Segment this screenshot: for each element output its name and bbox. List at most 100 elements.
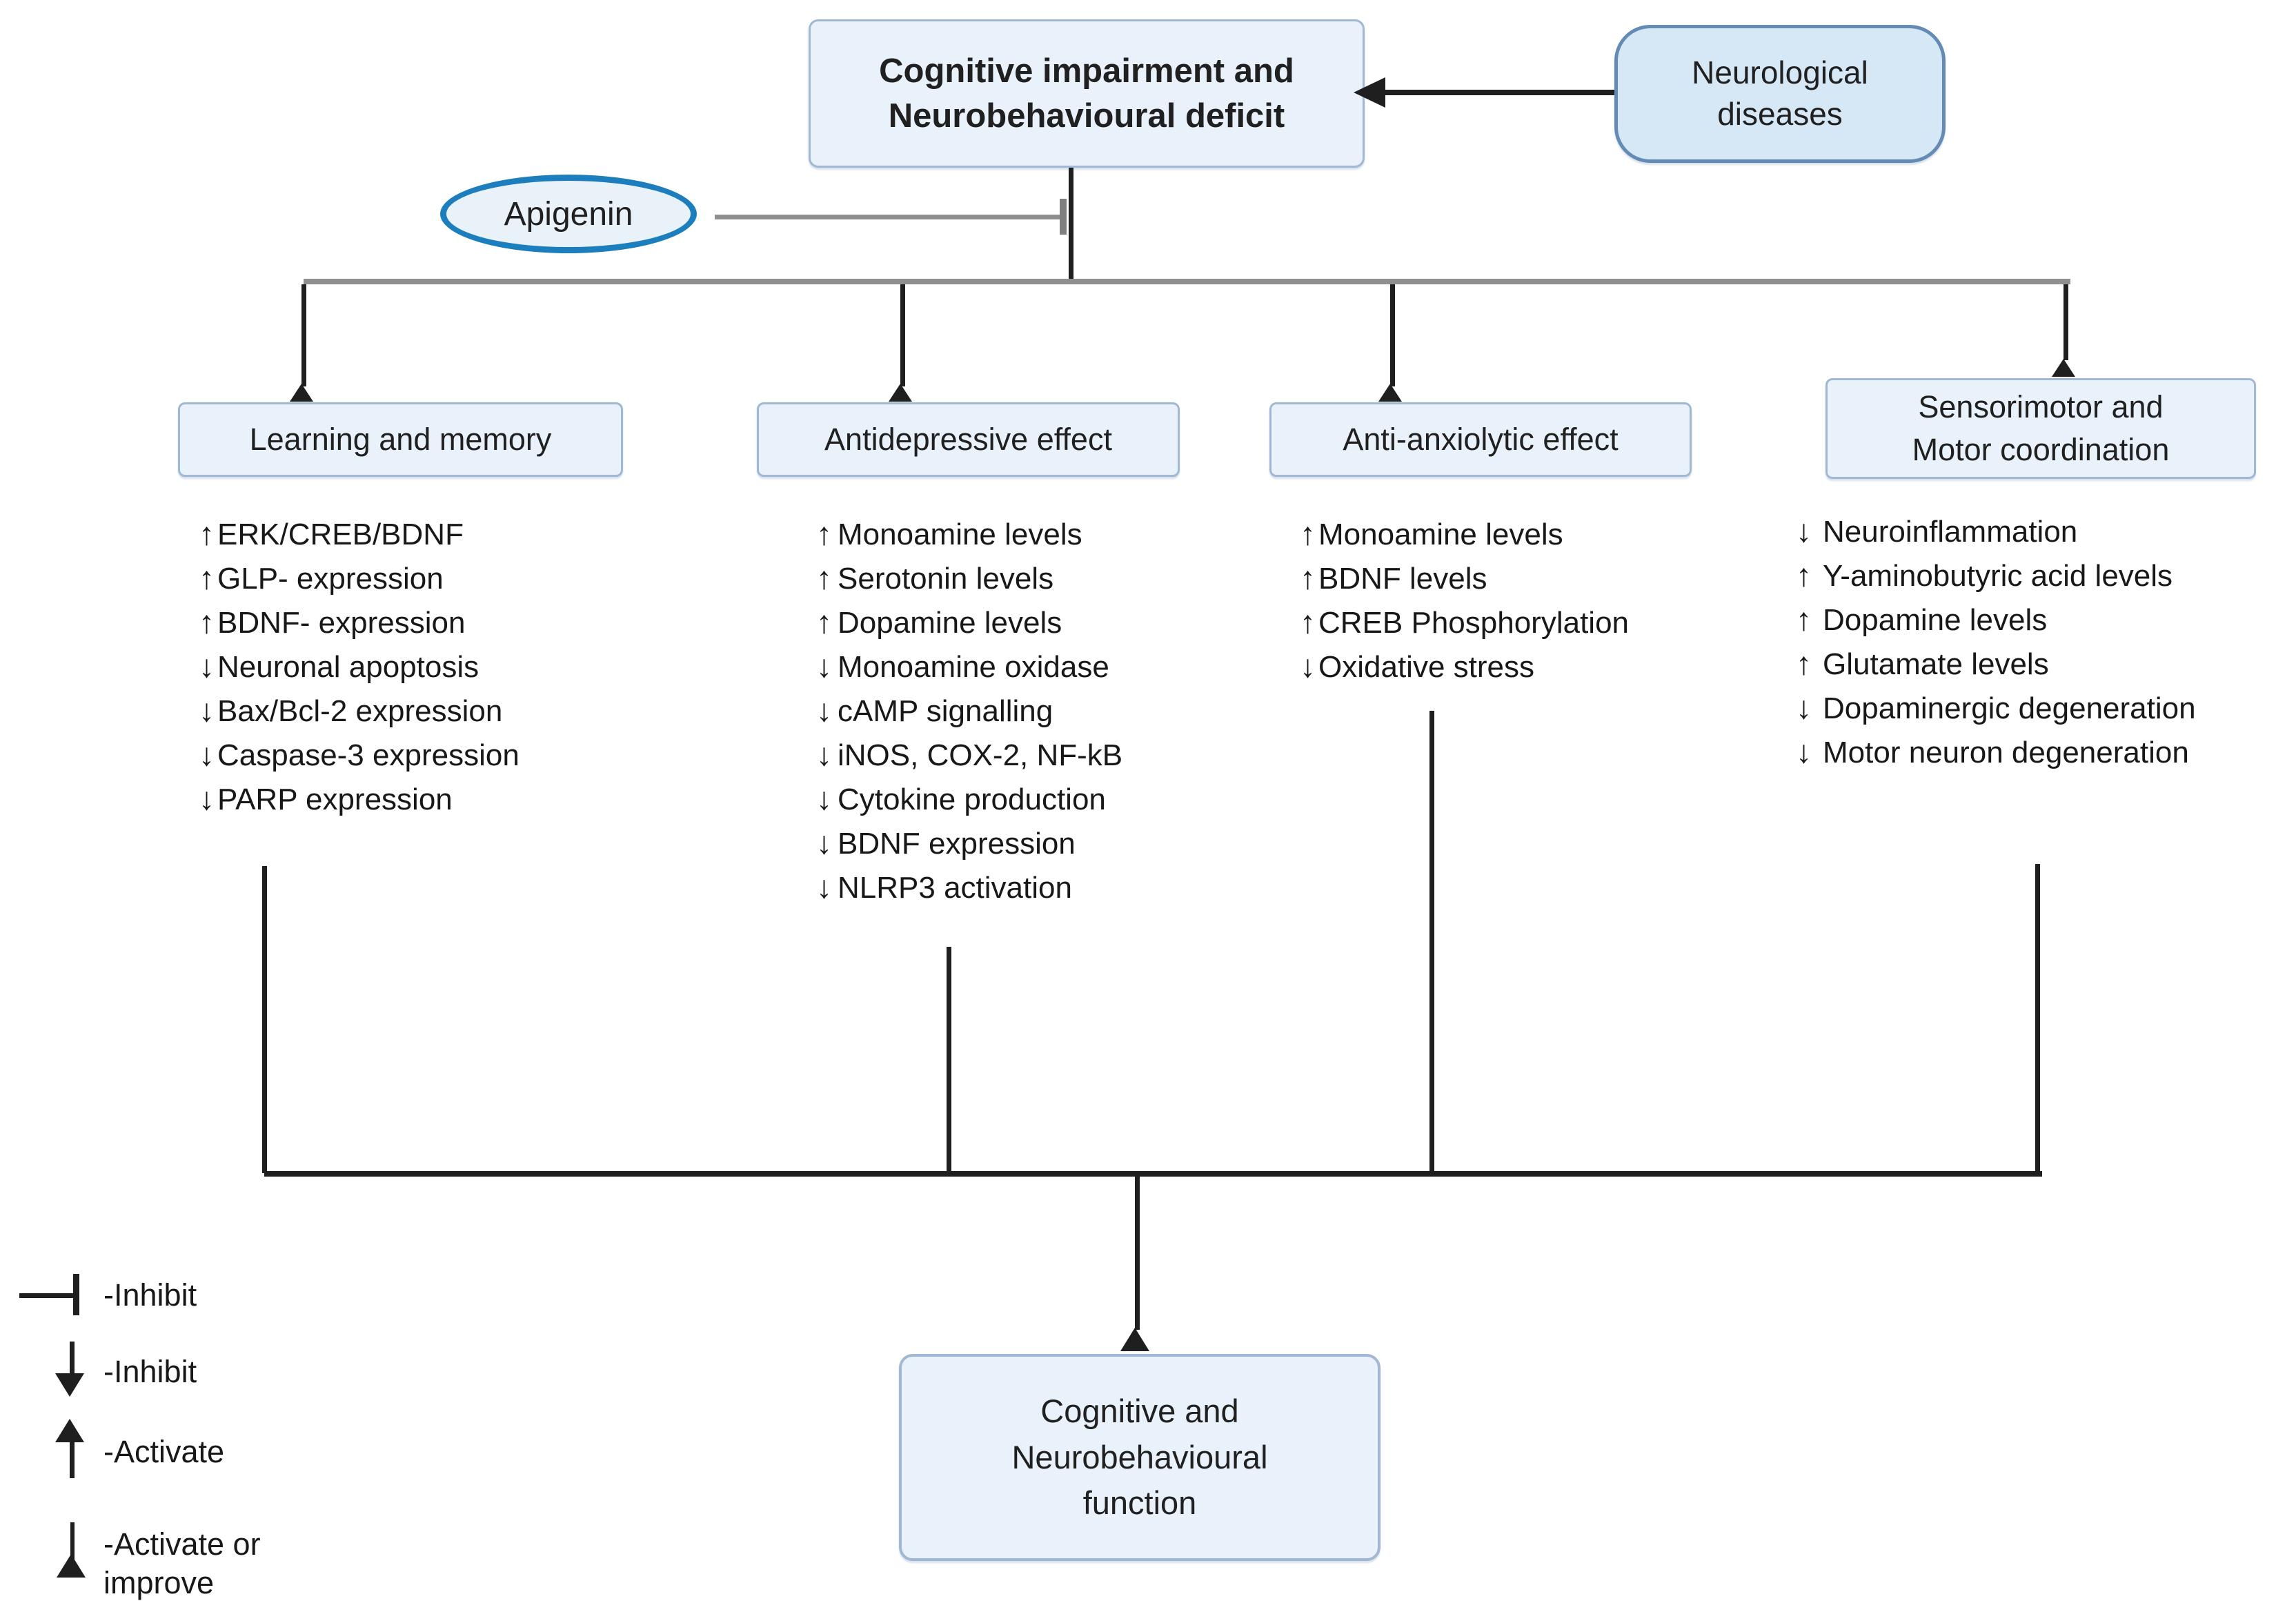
list-item-text: Serotonin levels — [838, 562, 1054, 596]
up-arrow-icon: ↑ — [816, 604, 832, 640]
branch-line-horizontal — [304, 279, 2070, 284]
drop-line-sensorimotor — [2064, 284, 2068, 360]
down-arrow-icon: ↓ — [816, 825, 832, 861]
list-item: ↑CREB Phosphorylation — [1300, 600, 1629, 645]
up-arrow-icon: ↑ — [1796, 557, 1812, 593]
legend-label: -Inhibit — [103, 1277, 197, 1313]
box-text-line: Neurobehavioural deficit — [888, 97, 1285, 135]
box-text-line: Cognitive and — [1040, 1392, 1239, 1429]
list-item: ↑Serotonin levels — [816, 556, 1122, 600]
list-item: ↓ Dopaminergic degeneration — [1796, 686, 2196, 730]
list-item: ↓Bax/Bcl-2 expression — [199, 689, 519, 733]
improve-arrowhead-icon — [1378, 384, 1402, 402]
cognitive-function-box: Cognitive and Neurobehavioural function — [899, 1354, 1380, 1561]
down-arrow-icon — [55, 1373, 84, 1397]
down-arrow-icon — [70, 1342, 75, 1377]
down-arrow-icon: ↓ — [199, 648, 215, 684]
list-item-text: NLRP3 activation — [838, 871, 1072, 905]
list-item: ↑Monoamine levels — [1300, 512, 1629, 556]
list-item-text: Dopaminergic degeneration — [1823, 691, 2196, 725]
list-item-text: PARP expression — [217, 783, 453, 816]
apigenin-ellipse: Apigenin — [440, 175, 697, 253]
box-text-line: Cognitive impairment and — [879, 52, 1294, 90]
list-item: ↓PARP expression — [199, 777, 519, 821]
apigenin-inhibit-line — [715, 215, 1062, 219]
list-item: ↓BDNF expression — [816, 821, 1122, 865]
up-arrow-icon: ↑ — [1796, 601, 1812, 637]
down-arrow-icon: ↓ — [1796, 689, 1812, 725]
category-title: Motor coordination — [1912, 432, 2170, 467]
list-item-text: Oxidative stress — [1318, 650, 1534, 684]
connector-neuro-to-cognitive — [1384, 90, 1614, 95]
box-text-line: function — [1082, 1484, 1197, 1522]
improve-arrowhead-icon — [1120, 1328, 1149, 1351]
collector-drop-antidepressive — [947, 947, 951, 1173]
up-arrow-icon: ↑ — [1300, 560, 1316, 596]
down-arrow-icon: ↓ — [199, 736, 215, 772]
up-arrow-icon: ↑ — [199, 515, 215, 551]
effect-list-sensorimotor: ↓Neuroinflammation ↑ Y-aminobutyric acid … — [1796, 509, 2196, 774]
cognitive-impairment-box: Cognitive impairment and Neurobehavioura… — [809, 19, 1365, 168]
list-item: ↑Dopamine levels — [816, 600, 1122, 645]
list-item-text: Dopamine levels — [838, 606, 1062, 640]
list-item-text: BDNF- expression — [217, 606, 466, 640]
list-item-text: BDNF levels — [1318, 562, 1487, 596]
list-item-text: Glutamate levels — [1823, 647, 2049, 681]
drop-line-learning — [301, 284, 306, 386]
collector-drop-sensorimotor — [2035, 864, 2040, 1173]
improve-arrowhead-icon — [2052, 359, 2075, 377]
box-text-line: Neurological — [1692, 55, 1868, 91]
list-item-text: Caspase-3 expression — [217, 738, 519, 772]
legend-label-line: -Activate or — [103, 1526, 261, 1562]
effect-list-learning-memory: ↑ERK/CREB/BDNF ↑GLP- expression ↑BDNF- e… — [199, 512, 519, 821]
list-item: ↓Caspase-3 expression — [199, 733, 519, 777]
list-item: ↑Glutamate levels — [1796, 642, 2196, 686]
effect-list-antidepressive: ↑Monoamine levels ↑Serotonin levels ↑Dop… — [816, 512, 1122, 910]
list-item-text: Monoamine oxidase — [838, 650, 1109, 684]
category-box-learning-memory: Learning and memory — [178, 402, 623, 477]
list-item: ↑BDNF- expression — [199, 600, 519, 645]
inhibit-tbar-icon — [1060, 199, 1067, 235]
activate-arrowhead-icon — [1354, 77, 1385, 108]
list-item: ↓Neuronal apoptosis — [199, 645, 519, 689]
up-arrow-icon: ↑ — [816, 515, 832, 551]
list-item-text: Bax/Bcl-2 expression — [217, 694, 503, 728]
collector-drop-antianxiolytic — [1429, 711, 1434, 1173]
list-item-text: CREB Phosphorylation — [1318, 606, 1630, 640]
drop-line-antianxiolytic — [1390, 284, 1395, 386]
down-arrow-icon: ↓ — [1796, 734, 1812, 769]
down-arrow-icon: ↓ — [816, 692, 832, 728]
list-item-text: Neuronal apoptosis — [217, 650, 479, 684]
up-arrow-icon: ↑ — [1300, 515, 1316, 551]
up-arrow-icon — [70, 1440, 75, 1478]
apigenin-label: Apigenin — [504, 195, 633, 233]
neurological-diseases-box: Neurological diseases — [1614, 25, 1946, 163]
inhibit-tbar-icon — [19, 1293, 77, 1298]
trunk-line — [1069, 168, 1073, 282]
list-item-text: Monoamine levels — [1318, 518, 1563, 551]
collector-drop-learning — [262, 866, 267, 1173]
down-arrow-icon: ↓ — [199, 780, 215, 816]
list-item: ↓Monoamine oxidase — [816, 645, 1122, 689]
improve-arrowhead-icon — [290, 384, 313, 402]
list-item-text: Cytokine production — [838, 783, 1106, 816]
box-text-line: diseases — [1717, 96, 1843, 132]
down-arrow-icon: ↓ — [1300, 648, 1316, 684]
list-item: ↑ERK/CREB/BDNF — [199, 512, 519, 556]
list-item-text: cAMP signalling — [838, 694, 1053, 728]
category-title: Anti-anxiolytic effect — [1343, 421, 1619, 457]
list-item: ↓Neuroinflammation — [1796, 509, 2196, 553]
list-item: ↓Motor neuron degeneration — [1796, 730, 2196, 774]
list-item-text: Monoamine levels — [838, 518, 1082, 551]
up-arrow-icon — [55, 1419, 84, 1442]
category-box-antidepressive: Antidepressive effect — [757, 402, 1180, 477]
up-arrow-icon: ↑ — [816, 560, 832, 596]
list-item: ↑GLP- expression — [199, 556, 519, 600]
collector-line-horizontal — [264, 1171, 2042, 1177]
list-item: ↓NLRP3 activation — [816, 865, 1122, 910]
list-item-text: Y-aminobutyric acid levels — [1823, 559, 2173, 593]
list-item-text: Dopamine levels — [1823, 603, 2048, 637]
legend-label: -Activate or improve — [103, 1525, 261, 1601]
down-arrow-icon: ↓ — [1796, 513, 1812, 549]
